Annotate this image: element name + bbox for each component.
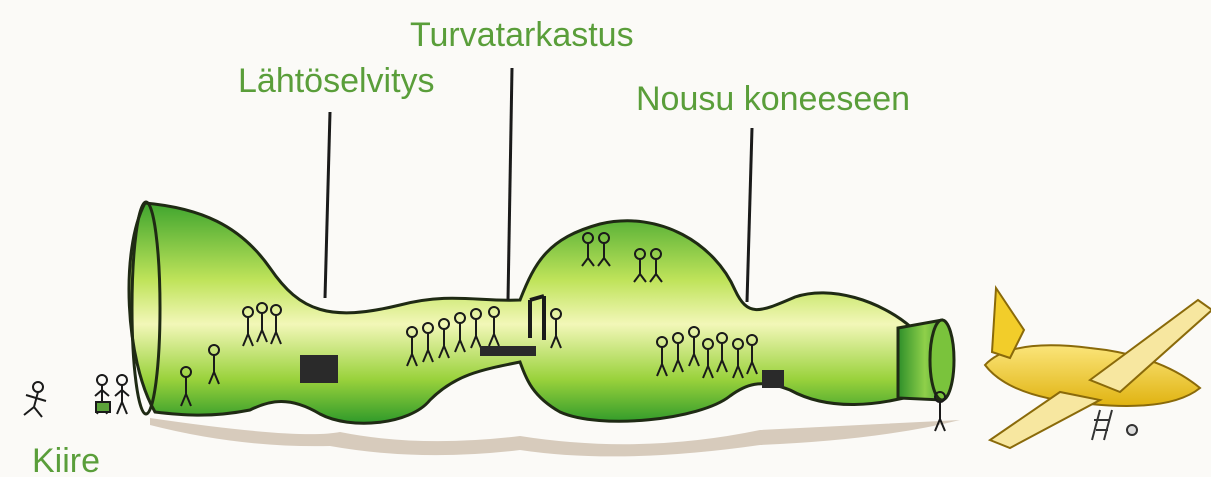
running-person-icon: [24, 382, 46, 417]
airplane-fuselage: [985, 345, 1200, 406]
luggage-icon: [96, 402, 110, 412]
checkin-desk: [300, 355, 338, 383]
label-checkin: Lähtöselvitys: [238, 62, 435, 100]
bottle-body: [129, 203, 915, 423]
airplane-icon: [985, 288, 1211, 448]
security-pointer: [508, 68, 512, 300]
checkin-pointer: [325, 112, 330, 298]
label-boarding: Nousu koneeseen: [636, 80, 910, 118]
ground-shadow: [150, 418, 960, 456]
bottle-neck-rim: [930, 320, 954, 400]
boarding-pointer: [747, 128, 752, 302]
label-rush: Kiire: [32, 442, 100, 477]
airplane-wing-lower: [990, 392, 1100, 448]
airplane-stairs: [1092, 410, 1112, 440]
label-security: Turvatarkastus: [410, 16, 634, 54]
person-icon: [115, 375, 129, 414]
airplane-wheel: [1127, 425, 1137, 435]
gate-counter: [762, 370, 784, 388]
security-table: [480, 346, 536, 356]
